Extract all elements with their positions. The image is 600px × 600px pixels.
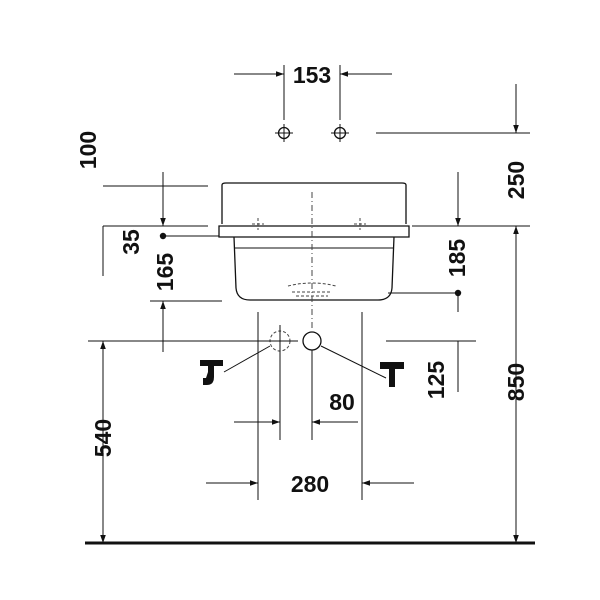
dimension-35-label: 35: [118, 229, 144, 255]
dimension-35: 35: [102, 226, 144, 276]
dimension-540: 540: [88, 340, 262, 543]
dimension-250: 250: [376, 84, 530, 227]
dimension-100: 100: [75, 131, 208, 227]
dimension-165: 165: [150, 253, 222, 352]
dimension-250-label: 250: [503, 161, 529, 199]
dimension-125: 125: [386, 340, 476, 400]
water-supply-connection-icon: [302, 331, 322, 351]
dimension-80: 80: [234, 350, 358, 440]
dimension-280: 280: [206, 312, 414, 500]
dimension-185-label: 185: [444, 239, 470, 278]
dimension-280-label: 280: [291, 471, 329, 497]
dimension-80-label: 80: [329, 389, 355, 415]
water-supply-tap-icon: [380, 362, 404, 387]
drain-trap-icon: [200, 360, 223, 385]
washbasin-outline: [218, 182, 410, 330]
dimension-153-label: 153: [293, 62, 331, 88]
wall-anchor-left-icon: [275, 124, 293, 142]
drain-connection-icon: [262, 325, 298, 357]
dimension-165-label: 165: [152, 253, 178, 292]
dimension-850-label: 850: [503, 363, 529, 401]
dimension-125-label: 125: [423, 361, 449, 400]
wall-anchor-right-icon: [331, 124, 349, 142]
dimension-153: 153: [234, 62, 392, 120]
dimension-100-label: 100: [75, 131, 101, 169]
dimension-850: 850: [503, 226, 529, 543]
dimension-540-label: 540: [90, 419, 116, 457]
dimension-185: 185: [444, 239, 470, 312]
